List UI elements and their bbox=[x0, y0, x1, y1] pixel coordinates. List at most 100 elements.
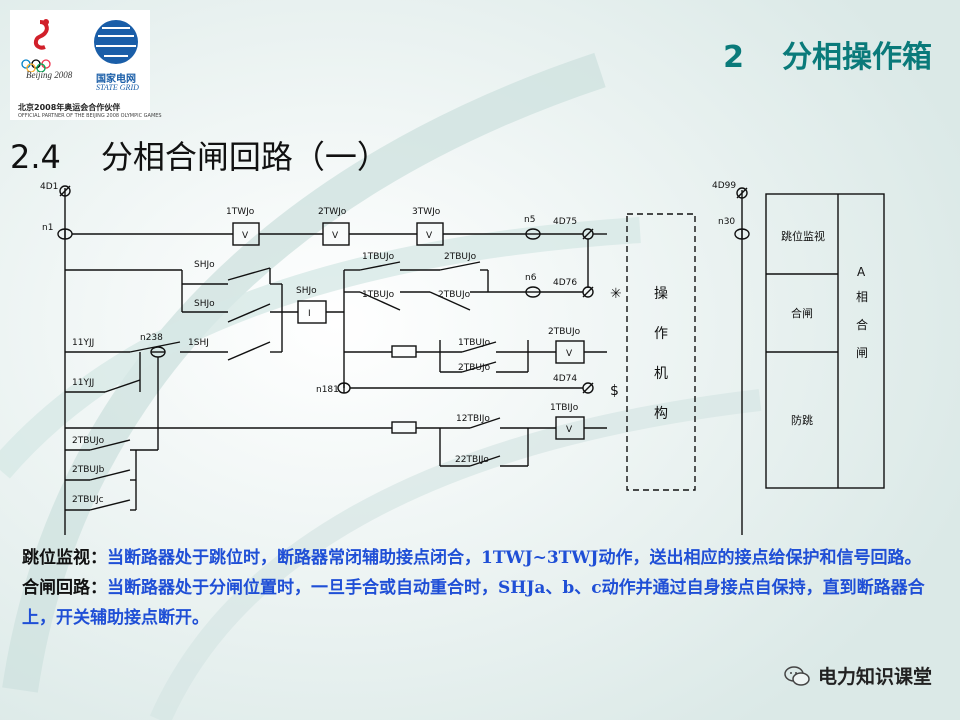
relay-shj bbox=[297, 300, 327, 324]
contact-2tbuj-1 bbox=[439, 261, 481, 271]
beijing-text: Beijing 2008 bbox=[26, 70, 73, 80]
olympic-emblem-icon bbox=[21, 19, 138, 72]
terminal-n5: n5 bbox=[524, 215, 541, 240]
label-2tbujb: 2TBUJb bbox=[72, 465, 105, 475]
contact-shj-1 bbox=[227, 267, 271, 281]
mechanism-char-2: 作 bbox=[654, 326, 668, 342]
partner-text-cn: 北京2008年奥运会合作伙伴 bbox=[18, 103, 121, 112]
label-12tbij: 12TBIJo bbox=[456, 414, 490, 424]
resistor-2 bbox=[391, 421, 417, 434]
contact-1shj bbox=[227, 341, 271, 361]
relay-1twj-symbol: V bbox=[242, 231, 249, 241]
description-head-1: 跳位监视： bbox=[22, 548, 107, 568]
contact-22tbij bbox=[469, 455, 501, 467]
contact-shj-2 bbox=[227, 303, 271, 323]
label-1twj: 1TWJo bbox=[226, 207, 255, 217]
label-1tbuj-1: 1TBUJo bbox=[362, 252, 395, 262]
terminal-n6: n6 bbox=[525, 273, 541, 298]
relay-shj-symbol: I bbox=[308, 309, 311, 319]
section-title-text: 分相操作箱 bbox=[782, 40, 932, 75]
relay-1tbij-symbol: V bbox=[566, 425, 573, 435]
description-head-2: 合闸回路： bbox=[22, 578, 107, 598]
description-block: 跳位监视：当断路器处于跳位时，断路器常闭辅助接点闭合，1TWJ~3TWJ动作，送… bbox=[22, 543, 942, 633]
label-contact-shj-1: SHJo bbox=[194, 260, 215, 270]
contact-1tbuj-2 bbox=[359, 291, 401, 311]
contact-1tbuj-3 bbox=[461, 341, 497, 353]
label-4d74: 4D74 bbox=[553, 374, 577, 384]
label-22tbij: 22TBIJo bbox=[455, 455, 489, 465]
terminal-4d75: 4D75 bbox=[553, 217, 594, 240]
mark-star: ✳ bbox=[610, 286, 622, 302]
contact-2tbuj-3 bbox=[461, 361, 497, 373]
contact-2tbujc bbox=[89, 499, 131, 511]
page-subtitle: 2.4 分相合闸回路（一） bbox=[10, 132, 389, 178]
partner-text-en: OFFICIAL PARTNER OF THE BEIJING 2008 OLY… bbox=[18, 113, 162, 119]
contact-1tbuj-1 bbox=[359, 261, 401, 271]
contact-2tbuja bbox=[89, 439, 131, 451]
terminal-n238: n238 bbox=[140, 333, 166, 358]
label-n238: n238 bbox=[140, 333, 163, 343]
label-4d75: 4D75 bbox=[553, 217, 577, 227]
contact-2tbuj-2 bbox=[429, 291, 471, 311]
label-2tbuj-3: 2TBUJo bbox=[458, 363, 491, 373]
label-2tbuj-1: 2TBUJo bbox=[444, 252, 477, 262]
label-relay-2tbuj: 2TBUJo bbox=[548, 327, 581, 337]
company-name-cn: 国家电网 bbox=[96, 74, 136, 85]
label-n5: n5 bbox=[524, 215, 535, 225]
relay-2twj-symbol: V bbox=[332, 231, 339, 241]
terminal-4d76: 4D76 bbox=[553, 278, 594, 298]
resistor-1 bbox=[391, 345, 417, 358]
description-jump-monitor: 跳位监视：当断路器处于跳位时，断路器常闭辅助接点闭合，1TWJ~3TWJ动作，送… bbox=[22, 543, 942, 573]
section-number: 2 bbox=[723, 40, 744, 75]
label-4d1: 4D1 bbox=[40, 182, 58, 192]
circuit-diagram: 4D1 n1 4D99 n30 V 1TWJo V 2TWJo V 3TWJo … bbox=[40, 181, 885, 535]
description-body-2: 当断路器处于分闸位置时，一旦手合或自动重合时，SHJa、b、c动作并通过自身接点… bbox=[22, 578, 925, 628]
label-3twj: 3TWJo bbox=[412, 207, 441, 217]
terminal-4d1: 4D1 bbox=[40, 182, 71, 197]
terminal-n181: n181 bbox=[316, 382, 351, 395]
panel-phase-char-1: A bbox=[857, 265, 866, 279]
wechat-icon bbox=[784, 665, 810, 686]
relay-3twj-symbol: V bbox=[426, 231, 433, 241]
label-4d76: 4D76 bbox=[553, 278, 577, 288]
label-1tbuj-3: 1TBUJo bbox=[458, 338, 491, 348]
label-4d99: 4D99 bbox=[712, 181, 736, 191]
label-1tbuj-2: 1TBUJo bbox=[362, 290, 395, 300]
terminal-n30: n30 bbox=[718, 217, 750, 240]
label-n6: n6 bbox=[525, 273, 537, 283]
label-11yjj-1: 11YJJ bbox=[72, 338, 94, 348]
label-relay-shj: SHJo bbox=[296, 286, 317, 296]
panel-anti-jump: 防跳 bbox=[791, 413, 813, 427]
mechanism-char-4: 构 bbox=[654, 406, 668, 422]
relay-2tbuj-symbol: V bbox=[566, 349, 573, 359]
label-n181: n181 bbox=[316, 385, 339, 395]
description-body-1: 当断路器处于跳位时，断路器常闭辅助接点闭合，1TWJ~3TWJ动作，送出相应的接… bbox=[107, 548, 922, 568]
terminal-n1: n1 bbox=[42, 223, 73, 240]
section-title: 2 分相操作箱 bbox=[723, 32, 932, 76]
panel-jump-monitor: 跳位监视 bbox=[781, 229, 825, 243]
terminal-4d99: 4D99 bbox=[712, 181, 748, 199]
label-2tbujc: 2TBUJc bbox=[72, 495, 104, 505]
label-1shj: 1SHJ bbox=[188, 338, 209, 348]
panel-phase-char-3: 合 bbox=[856, 317, 868, 332]
label-2twj: 2TWJo bbox=[318, 207, 347, 217]
label-contact-shj-2: SHJo bbox=[194, 299, 215, 309]
company-logo: Beijing 2008 国家电网 STATE GRID 北京2008年奥运会合… bbox=[10, 10, 162, 120]
watermark: 电力知识课堂 bbox=[784, 662, 932, 689]
contact-12tbij bbox=[469, 417, 501, 429]
label-n30: n30 bbox=[718, 217, 735, 227]
mechanism-char-3: 机 bbox=[654, 366, 668, 382]
label-n1: n1 bbox=[42, 223, 53, 233]
label-11yjj-2: 11YJJ bbox=[72, 378, 94, 388]
panel-phase-char-2: 相 bbox=[856, 290, 868, 304]
panel-phase-char-4: 闸 bbox=[856, 346, 868, 360]
description-close-circuit: 合闸回路：当断路器处于分闸位置时，一旦手合或自动重合时，SHJa、b、c动作并通… bbox=[22, 573, 942, 633]
subtitle-text: 分相合闸回路（一） bbox=[100, 138, 389, 176]
mark-dollar: $ bbox=[610, 383, 619, 399]
watermark-text: 电力知识课堂 bbox=[817, 666, 932, 688]
subtitle-number: 2.4 bbox=[10, 138, 61, 176]
contact-11yjj-2 bbox=[104, 379, 141, 393]
phase-a-panel bbox=[765, 193, 885, 489]
operating-mechanism bbox=[626, 213, 696, 491]
